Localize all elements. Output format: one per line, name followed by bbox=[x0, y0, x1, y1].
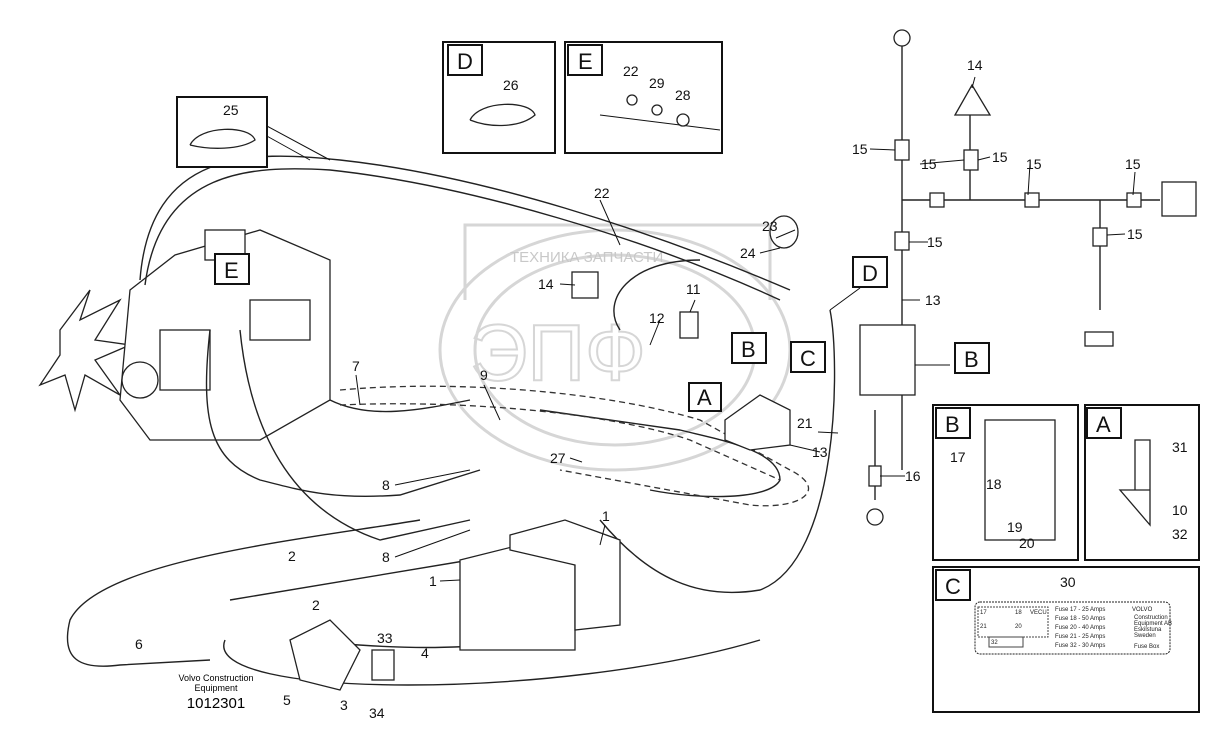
detail-25-box bbox=[176, 96, 268, 168]
callout-6: 6 bbox=[135, 636, 143, 652]
callouts: 25 26 22 29 28 22 23 24 14 11 12 7 9 27 … bbox=[135, 57, 1188, 721]
callout-32: 32 bbox=[1172, 526, 1188, 542]
fuse-box bbox=[724, 394, 791, 451]
part-14 bbox=[571, 271, 599, 299]
callout-8: 8 bbox=[382, 477, 390, 493]
brand-logo: VOLVO bbox=[1132, 607, 1153, 613]
callout-19: 19 bbox=[1007, 519, 1023, 535]
company-name: Volvo Construction bbox=[178, 673, 253, 683]
callout-34: 34 bbox=[369, 705, 385, 721]
callout-29: 29 bbox=[649, 75, 665, 91]
callout-10: 10 bbox=[1172, 502, 1188, 518]
callout-21: 21 bbox=[797, 415, 813, 431]
fuse-rating: Fuse 18 - 50 Amps bbox=[1055, 616, 1105, 622]
switch bbox=[371, 649, 395, 681]
watermark-logo: ЭПФ bbox=[470, 308, 646, 397]
detail-label-b: B bbox=[945, 412, 960, 437]
part-23 bbox=[769, 215, 799, 249]
fuse-rating: Fuse 21 - 25 Amps bbox=[1055, 634, 1105, 640]
callout-letter-a: A bbox=[697, 385, 712, 410]
detail-label-c: C bbox=[945, 574, 961, 599]
fuse-cell: VECU bbox=[1030, 610, 1047, 616]
fuse-cell: 18 bbox=[1015, 610, 1022, 616]
fuse-box-title: Fuse Box bbox=[1134, 644, 1159, 650]
bracket bbox=[289, 619, 361, 691]
harness-letter-b: B bbox=[964, 347, 979, 372]
callout-letter-e: E bbox=[224, 258, 239, 283]
engine bbox=[38, 229, 331, 441]
detail-label-a: A bbox=[1096, 412, 1111, 437]
fuse-rating: Fuse 32 - 30 Amps bbox=[1055, 643, 1105, 649]
callout-20: 20 bbox=[1019, 535, 1035, 551]
callout-16: 16 bbox=[905, 468, 921, 484]
company-text: Eskilstuna bbox=[1134, 627, 1162, 633]
callout-22: 22 bbox=[623, 63, 639, 79]
callout-14: 14 bbox=[967, 57, 983, 73]
callout-23: 23 bbox=[762, 218, 778, 234]
callout-15: 15 bbox=[852, 141, 868, 157]
callout-2: 2 bbox=[288, 548, 296, 564]
callout-4: 4 bbox=[421, 645, 429, 661]
fuse-cell: 17 bbox=[980, 610, 987, 616]
callout-25: 25 bbox=[223, 102, 239, 118]
watermark-text: ТЕХНИКА ЗАПЧАСТИ bbox=[510, 249, 663, 266]
fuse-cell: 32 bbox=[991, 640, 998, 646]
callout-15: 15 bbox=[1127, 226, 1143, 242]
fuse-cell: 21 bbox=[980, 624, 987, 630]
watermark: ТЕХНИКА ЗАПЧАСТИ ЭПФ bbox=[438, 223, 792, 472]
callout-3: 3 bbox=[340, 697, 348, 713]
relay bbox=[679, 311, 699, 339]
harness bbox=[859, 29, 1197, 526]
fuse-cell: 20 bbox=[1015, 624, 1022, 630]
callout-2: 2 bbox=[312, 597, 320, 613]
detail-label-e: E bbox=[578, 49, 593, 74]
callout-18: 18 bbox=[986, 476, 1002, 492]
callout-15: 15 bbox=[992, 149, 1008, 165]
callout-5: 5 bbox=[283, 692, 291, 708]
callout-13: 13 bbox=[812, 444, 828, 460]
callout-1: 1 bbox=[602, 508, 610, 524]
callout-15: 15 bbox=[1026, 156, 1042, 172]
callout-30: 30 bbox=[1060, 574, 1076, 590]
drawing-number: 1012301 bbox=[187, 695, 245, 712]
callout-letter-d: D bbox=[862, 261, 878, 286]
company-text: Sweden bbox=[1134, 633, 1156, 639]
callout-15: 15 bbox=[1125, 156, 1141, 172]
callout-1: 1 bbox=[429, 573, 437, 589]
callout-26: 26 bbox=[503, 77, 519, 93]
company-text: Equipment AB bbox=[1134, 621, 1172, 627]
callout-24: 24 bbox=[740, 245, 756, 261]
callout-33: 33 bbox=[377, 630, 393, 646]
callout-12: 12 bbox=[649, 310, 665, 326]
fuse-box-detail bbox=[984, 419, 1056, 541]
callout-7: 7 bbox=[352, 358, 360, 374]
callout-13: 13 bbox=[925, 292, 941, 308]
callout-22: 22 bbox=[594, 185, 610, 201]
callout-9: 9 bbox=[480, 367, 488, 383]
fuse-rating: Fuse 17 - 25 Amps bbox=[1055, 607, 1105, 613]
callout-11: 11 bbox=[686, 281, 701, 297]
battery bbox=[459, 519, 621, 651]
callout-8: 8 bbox=[382, 549, 390, 565]
callout-15: 15 bbox=[921, 156, 937, 172]
callout-letter-c: C bbox=[800, 346, 816, 371]
callout-31: 31 bbox=[1172, 439, 1188, 455]
callout-letter-b: B bbox=[741, 337, 756, 362]
fuse-box-label: 17 18 VECU 21 20 32 Fuse 17 - 25 Amps Fu… bbox=[974, 601, 1172, 655]
company-name: Equipment bbox=[194, 683, 238, 693]
callout-15: 15 bbox=[927, 234, 943, 250]
callout-14: 14 bbox=[538, 276, 554, 292]
detail-label-d: D bbox=[457, 49, 473, 74]
callout-28: 28 bbox=[675, 87, 691, 103]
callout-17: 17 bbox=[950, 449, 966, 465]
company-text: Construction bbox=[1134, 615, 1168, 621]
fuse-rating: Fuse 20 - 40 Amps bbox=[1055, 625, 1105, 631]
callout-27: 27 bbox=[550, 450, 566, 466]
